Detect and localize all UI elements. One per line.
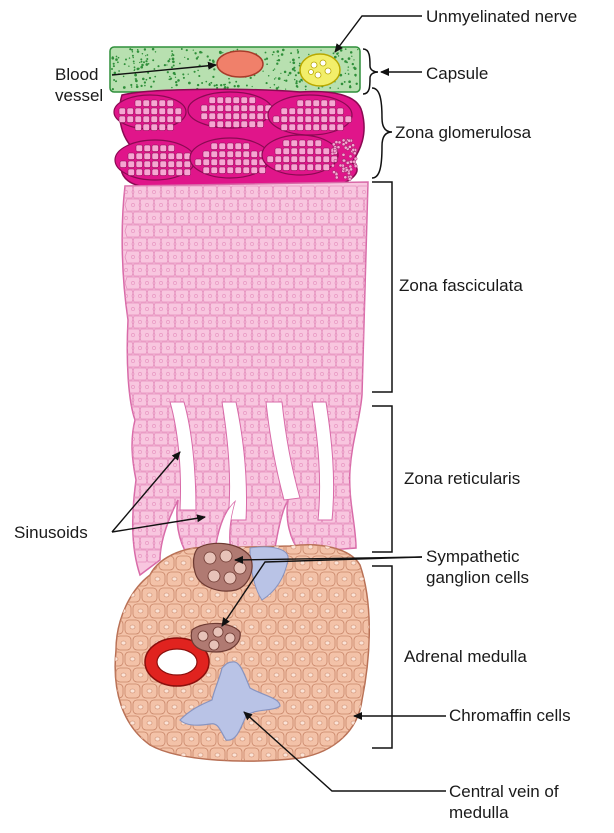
label-adrenal-medulla: Adrenal medulla [404, 646, 527, 667]
zona-glomerulosa-layer [114, 89, 364, 187]
glomerulosa-brace [372, 88, 392, 178]
label-zona-fasciculata: Zona fasciculata [399, 275, 523, 296]
capsule-blood-vessel [217, 51, 263, 77]
label-capsule: Capsule [426, 63, 488, 84]
capsule-brace [363, 49, 378, 94]
sympathetic-ganglion-cluster-upper [194, 543, 252, 591]
medulla-bracket [372, 566, 392, 748]
label-central-vein-of-medulla: Central vein of medulla [449, 781, 559, 823]
adrenal-medulla-layer [108, 540, 386, 778]
label-zona-reticularis: Zona reticularis [404, 468, 520, 489]
label-sinusoids: Sinusoids [14, 522, 88, 543]
label-blood-vessel: Blood vessel [55, 64, 103, 106]
fasciculata-bracket [372, 182, 392, 392]
reticularis-bracket [372, 406, 392, 552]
label-zona-glomerulosa: Zona glomerulosa [395, 122, 531, 143]
label-sympathetic-ganglion-cells: Sympathetic ganglion cells [426, 546, 529, 588]
capsule-layer [110, 47, 360, 92]
label-chromaffin-cells: Chromaffin cells [449, 705, 571, 726]
cortex-cords-layer [118, 182, 379, 575]
label-unmyelinated-nerve: Unmyelinated nerve [426, 6, 577, 27]
unmyelinated-nerve-bundle [300, 54, 340, 86]
sympathetic-ganglion-cluster-lower [191, 623, 240, 652]
